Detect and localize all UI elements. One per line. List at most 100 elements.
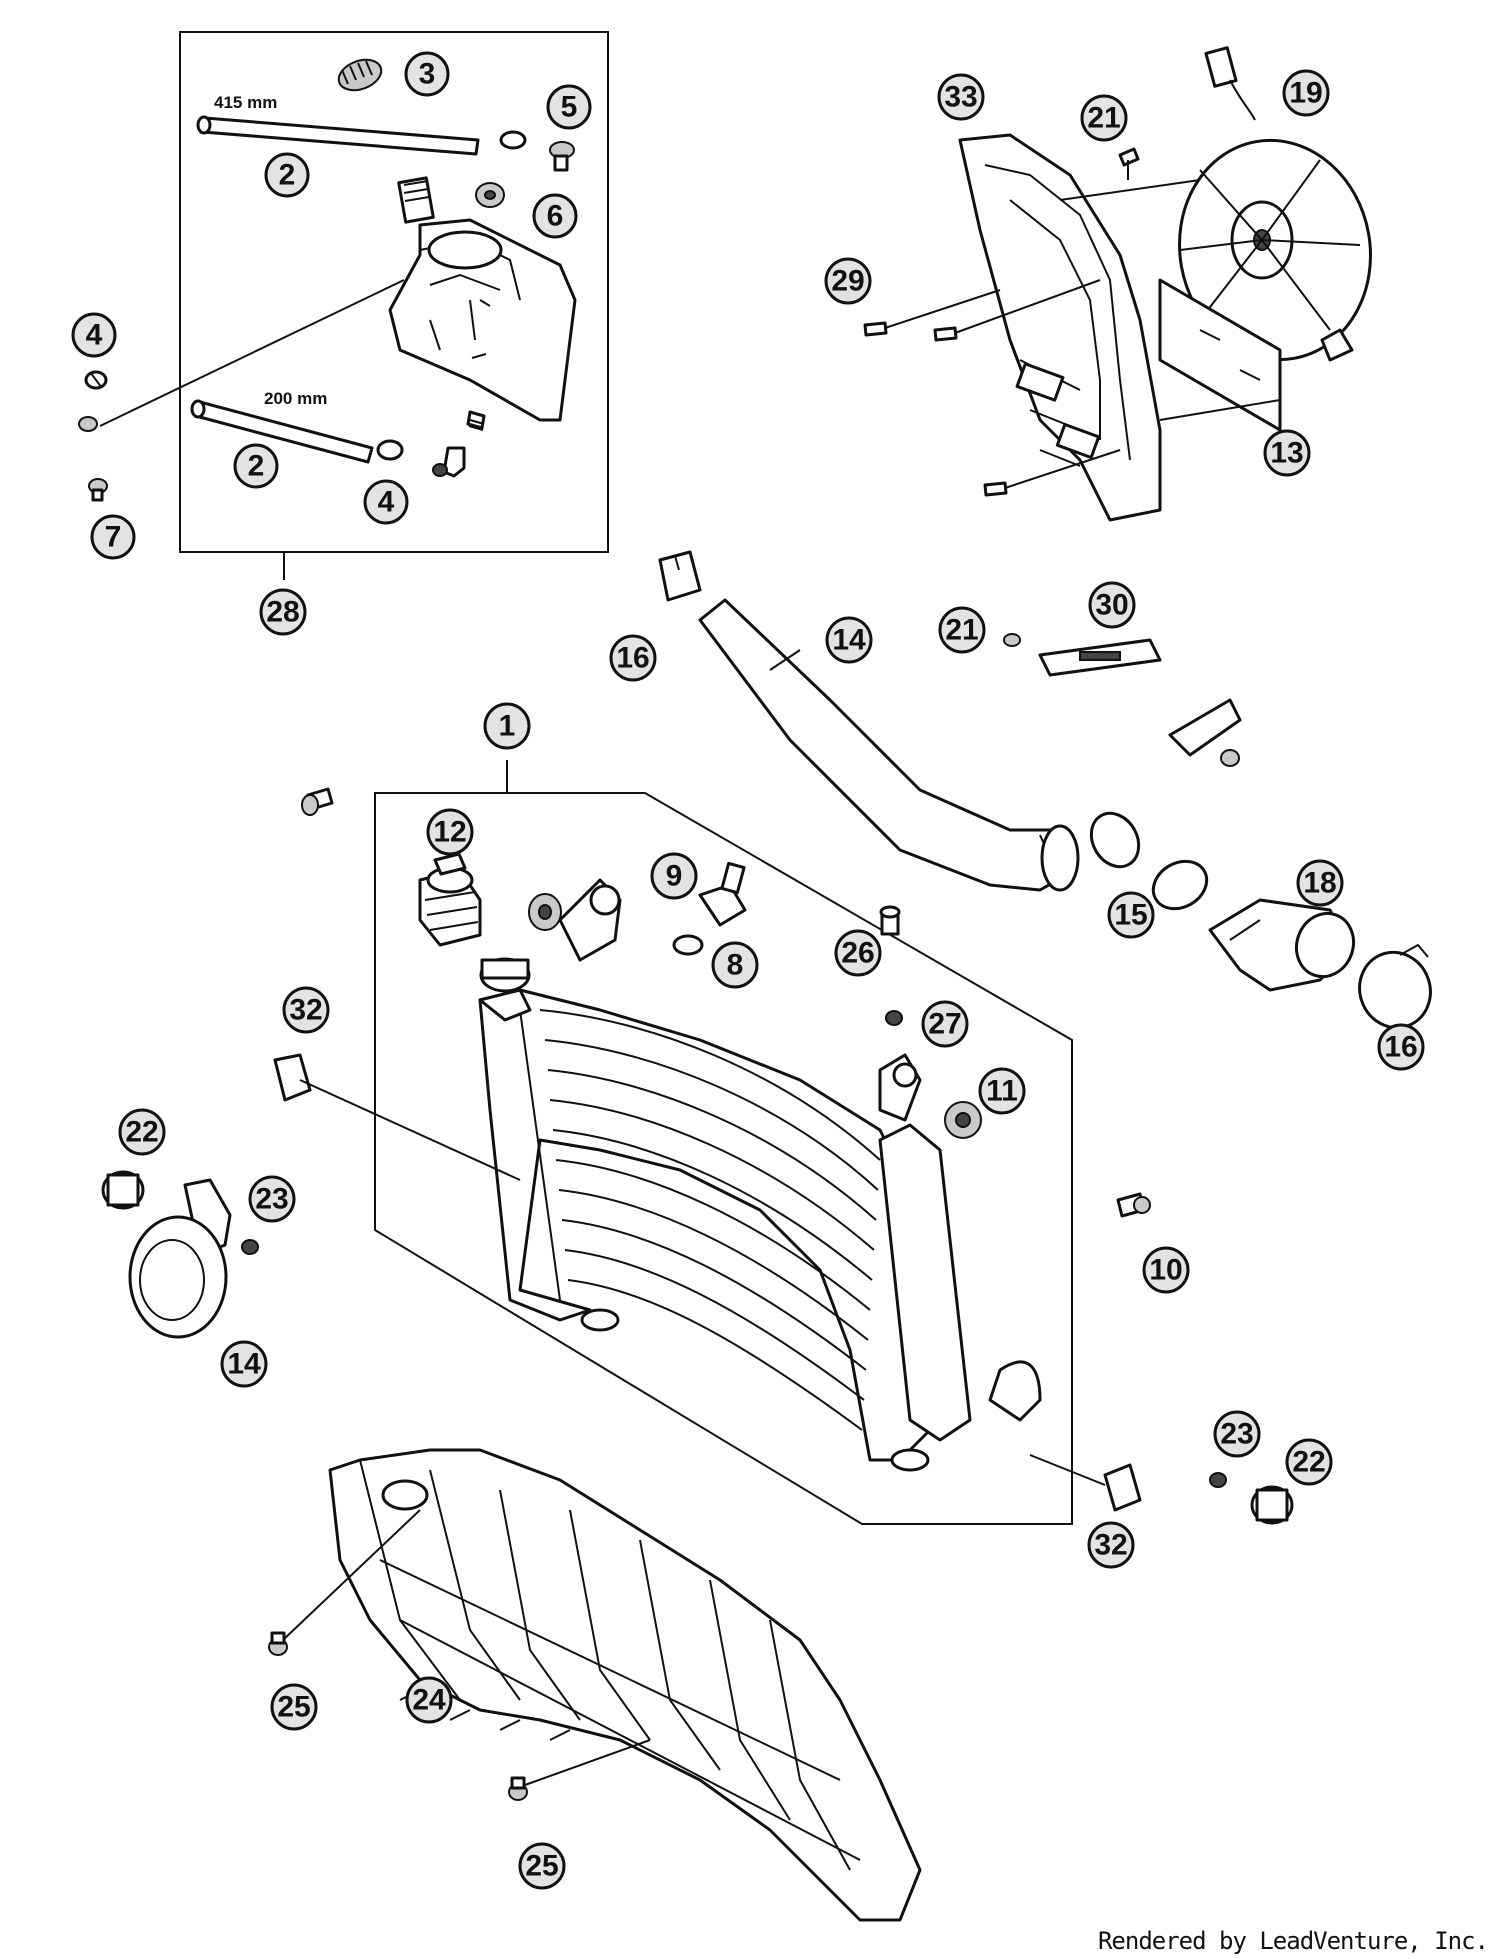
horn-14-left bbox=[128, 1178, 259, 1339]
callout-29: 29 bbox=[824, 257, 872, 305]
mount-bracket-32-left bbox=[273, 1053, 521, 1181]
svg-text:32: 32 bbox=[1094, 1529, 1127, 1562]
grommet-11 bbox=[944, 1101, 982, 1139]
svg-text:2: 2 bbox=[248, 450, 265, 483]
radiator-guard bbox=[328, 1448, 922, 1922]
svg-text:14: 14 bbox=[832, 624, 866, 657]
callout-23a: 23 bbox=[248, 1175, 296, 1223]
hose-clamp-16-upper bbox=[658, 550, 702, 602]
kit-frame bbox=[179, 31, 609, 553]
rubber-22-left bbox=[101, 1170, 145, 1210]
bracket-30 bbox=[1003, 633, 1162, 677]
svg-text:30: 30 bbox=[1095, 589, 1128, 622]
dim-415: 415 mm bbox=[214, 93, 277, 112]
callout-32b: 32 bbox=[1087, 1521, 1135, 1569]
svg-text:13: 13 bbox=[1270, 437, 1303, 470]
callout-14b: 14 bbox=[220, 1340, 268, 1388]
callout-27: 27 bbox=[921, 1000, 969, 1048]
radiator-kit-frame bbox=[374, 760, 1073, 1525]
svg-text:10: 10 bbox=[1149, 1254, 1182, 1287]
part-7-screw bbox=[88, 478, 108, 502]
part-4-clamp-inner bbox=[376, 410, 486, 478]
callout-25b: 25 bbox=[518, 1842, 566, 1890]
callout-22a: 22 bbox=[118, 1108, 166, 1156]
clamp-15 bbox=[1089, 811, 1209, 911]
callout-18: 18 bbox=[1296, 859, 1344, 907]
callout-26: 26 bbox=[834, 929, 882, 977]
svg-text:2: 2 bbox=[279, 159, 296, 192]
callout-21a: 21 bbox=[1080, 94, 1128, 142]
callout-10: 10 bbox=[1142, 1246, 1190, 1294]
radiator-core bbox=[478, 878, 1042, 1472]
dim-200: 200 mm bbox=[264, 389, 327, 408]
callout-15: 15 bbox=[1107, 891, 1155, 939]
svg-text:18: 18 bbox=[1303, 867, 1336, 900]
fan-bracket-13 bbox=[1158, 278, 1282, 432]
expansion-tank-kit: 415 mm 200 mm bbox=[99, 31, 609, 580]
rubber-22-right bbox=[1250, 1485, 1294, 1525]
screw-upper-left bbox=[301, 787, 334, 816]
seal-ring bbox=[528, 893, 562, 931]
nut-23-right bbox=[1209, 1472, 1227, 1488]
hose-18 bbox=[1208, 898, 1355, 992]
clamp-16-lower bbox=[1358, 943, 1432, 1030]
svg-text:15: 15 bbox=[1114, 899, 1147, 932]
callout-28: 28 bbox=[259, 588, 307, 636]
svg-text:16: 16 bbox=[1384, 1031, 1417, 1064]
guard-screws-25 bbox=[268, 1509, 651, 1801]
part-3-cap bbox=[337, 58, 383, 92]
part-6-nut bbox=[475, 182, 505, 208]
callout-11: 11 bbox=[978, 1067, 1026, 1115]
callout-16a: 16 bbox=[609, 634, 657, 682]
callout-12: 12 bbox=[426, 808, 474, 856]
svg-text:5: 5 bbox=[561, 91, 578, 124]
screw-26-nut-27 bbox=[879, 905, 903, 1026]
part-4-outer-clamp bbox=[78, 370, 108, 432]
svg-text:8: 8 bbox=[727, 949, 744, 982]
callout-6: 6 bbox=[532, 193, 578, 239]
fan-screws bbox=[863, 147, 1140, 497]
svg-text:14: 14 bbox=[227, 1348, 261, 1381]
svg-text:25: 25 bbox=[277, 1691, 310, 1724]
part-2-long-hose: 415 mm bbox=[196, 93, 480, 156]
callout-16b: 16 bbox=[1377, 1023, 1425, 1071]
callout-25a: 25 bbox=[270, 1683, 318, 1731]
svg-text:26: 26 bbox=[841, 937, 874, 970]
callout-7: 7 bbox=[90, 514, 136, 560]
callout-19: 19 bbox=[1282, 69, 1330, 117]
svg-text:22: 22 bbox=[125, 1116, 158, 1149]
svg-text:7: 7 bbox=[105, 521, 122, 554]
callout-5: 5 bbox=[546, 84, 592, 130]
svg-text:4: 4 bbox=[86, 319, 103, 352]
leader-tank-mount bbox=[99, 279, 405, 427]
screw-10 bbox=[1116, 1192, 1151, 1218]
part-5-clamp bbox=[499, 130, 575, 172]
svg-text:4: 4 bbox=[378, 486, 395, 519]
callout-2a: 2 bbox=[264, 152, 310, 198]
svg-text:33: 33 bbox=[944, 81, 977, 114]
callout-1: 1 bbox=[483, 702, 531, 750]
bracket-small bbox=[1168, 698, 1242, 767]
svg-text:16: 16 bbox=[616, 642, 649, 675]
fan-leaders bbox=[884, 179, 1281, 489]
callout-4a: 4 bbox=[71, 312, 117, 358]
svg-text:22: 22 bbox=[1292, 1446, 1325, 1479]
callout-21b: 21 bbox=[938, 606, 986, 654]
callout-2b: 2 bbox=[233, 443, 279, 489]
callouts: 3 2 5 6 4 2 4 7 28 33 21 19 29 13 16 14 … bbox=[71, 51, 1425, 1890]
callout-22b: 22 bbox=[1285, 1438, 1333, 1486]
svg-text:6: 6 bbox=[547, 200, 564, 233]
expansion-tank bbox=[388, 176, 577, 422]
mount-bracket-32-right bbox=[1029, 1454, 1142, 1512]
svg-text:32: 32 bbox=[289, 994, 322, 1027]
radiator-cap-12 bbox=[418, 852, 482, 947]
callout-8: 8 bbox=[711, 941, 759, 989]
svg-text:28: 28 bbox=[266, 596, 299, 629]
fan-motor bbox=[1178, 46, 1372, 362]
callout-13: 13 bbox=[1263, 429, 1311, 477]
temp-sensor-9 bbox=[672, 861, 747, 956]
render-credit: Rendered by LeadVenture, Inc. bbox=[1097, 1927, 1489, 1955]
svg-text:21: 21 bbox=[945, 614, 978, 647]
svg-text:24: 24 bbox=[412, 1684, 446, 1717]
